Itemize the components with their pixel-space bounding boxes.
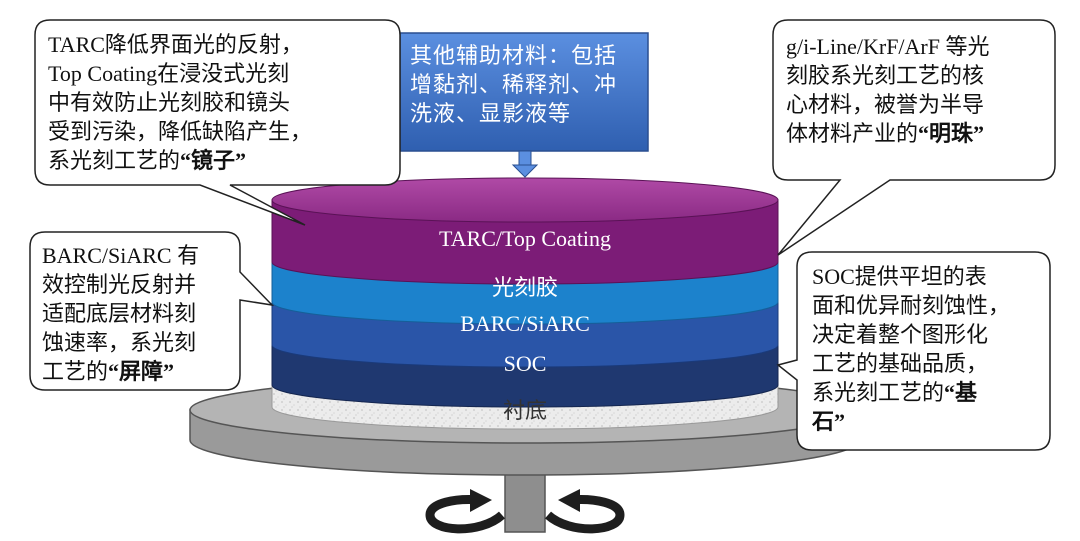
layer-tarc — [271, 199, 779, 285]
rotation-arrow-right-icon — [544, 495, 625, 534]
soc-callout-line: 面和优异耐刻蚀性， — [812, 293, 1011, 318]
tarc-callout-prefix: 系光刻工艺的 — [48, 148, 181, 173]
layer-label-barc: BARC/SiARC — [460, 311, 590, 336]
soc-callout-text: SOC提供平坦的表 面和优异耐刻蚀性， 决定着整个图形化 工艺的基础品质， 系光… — [812, 262, 1047, 436]
tarc-callout-line: 系光刻工艺的“镜子” — [48, 146, 388, 175]
barc-callout-line: 蚀速率，系光刻 — [42, 330, 197, 355]
rotation-arrowhead-left-icon — [470, 489, 492, 512]
layer-stack — [271, 177, 779, 430]
soc-callout-line: SOC提供平坦的表 — [812, 264, 987, 289]
barc-callout-bubble — [29, 231, 275, 391]
rotation-arrows — [425, 489, 625, 534]
photoresist-callout-line: g/i-Line/KrF/ArF 等光 — [786, 34, 990, 59]
tarc-callout-line: 受到污染，降低缺陷产生， — [48, 119, 313, 144]
auxiliary-arrow-head-icon — [511, 164, 539, 178]
layer-label-photoresist: 光刻胶 — [491, 275, 558, 300]
barc-callout-line: 工艺的“屏障” — [42, 357, 237, 386]
tarc-callout-highlight: “镜子” — [180, 148, 247, 173]
layer-label-substrate: 衬底 — [502, 398, 547, 423]
soc-callout-line: 系光刻工艺的“基 — [812, 378, 1047, 407]
photoresist-callout-prefix: 体材料产业的 — [786, 121, 919, 146]
soc-callout-prefix: 系光刻工艺的 — [812, 380, 945, 405]
photoresist-callout-line: 心材料，被誉为半导 — [786, 92, 985, 117]
barc-callout-text: BARC/SiARC 有 效控制光反射并 适配底层材料刻 蚀速率，系光刻 工艺的… — [42, 241, 237, 386]
photoresist-callout-bubble — [772, 19, 1056, 256]
barc-callout-prefix: 工艺的 — [42, 359, 109, 384]
tarc-callout-line: Top Coating在浸没式光刻 — [48, 61, 290, 86]
photoresist-callout-line: 体材料产业的“明珠” — [786, 119, 1048, 148]
soc-callout-highlight-cont: 石” — [812, 409, 846, 434]
photoresist-callout-text: g/i-Line/KrF/ArF 等光 刻胶系光刻工艺的核 心材料，被誉为半导 … — [786, 32, 1048, 148]
barc-callout-line: BARC/SiARC 有 — [42, 243, 200, 268]
soc-callout-line: 工艺的基础品质， — [812, 351, 989, 376]
auxiliary-materials-callout — [399, 32, 649, 178]
layer-tarc-top — [271, 177, 779, 223]
rotation-arrowhead-right-icon — [558, 489, 580, 512]
photoresist-callout-highlight: “明珠” — [918, 121, 985, 146]
tarc-callout-text: TARC降低界面光的反射， Top Coating在浸没式光刻 中有效防止光刻胶… — [48, 30, 388, 175]
tarc-callout-bubble — [34, 19, 401, 226]
soc-callout-line: 石” — [812, 407, 1047, 436]
soc-callout-highlight: “基 — [944, 380, 978, 405]
tarc-callout-line: 中有效防止光刻胶和镜头 — [48, 90, 291, 115]
soc-callout-bubble — [776, 251, 1051, 451]
soc-callout-line: 决定着整个图形化 — [812, 322, 989, 347]
auxiliary-materials-text: 其他辅助材料：包括增黏剂、稀释剂、冲洗液、显影液等 — [410, 43, 618, 126]
tarc-callout-line: TARC降低界面光的反射， — [48, 32, 303, 57]
barc-callout-highlight: “屏障” — [108, 359, 175, 384]
rotation-arrow-left-icon — [425, 495, 506, 534]
layer-label-soc: SOC — [503, 351, 547, 376]
barc-callout-line: 适配底层材料刻 — [42, 301, 197, 326]
barc-callout-line: 效控制光反射并 — [42, 272, 197, 297]
layer-label-tarc: TARC/Top Coating — [438, 226, 612, 251]
photoresist-callout-line: 刻胶系光刻工艺的核 — [786, 63, 985, 88]
auxiliary-arrow-shaft — [518, 150, 532, 166]
auxiliary-box — [399, 32, 649, 152]
